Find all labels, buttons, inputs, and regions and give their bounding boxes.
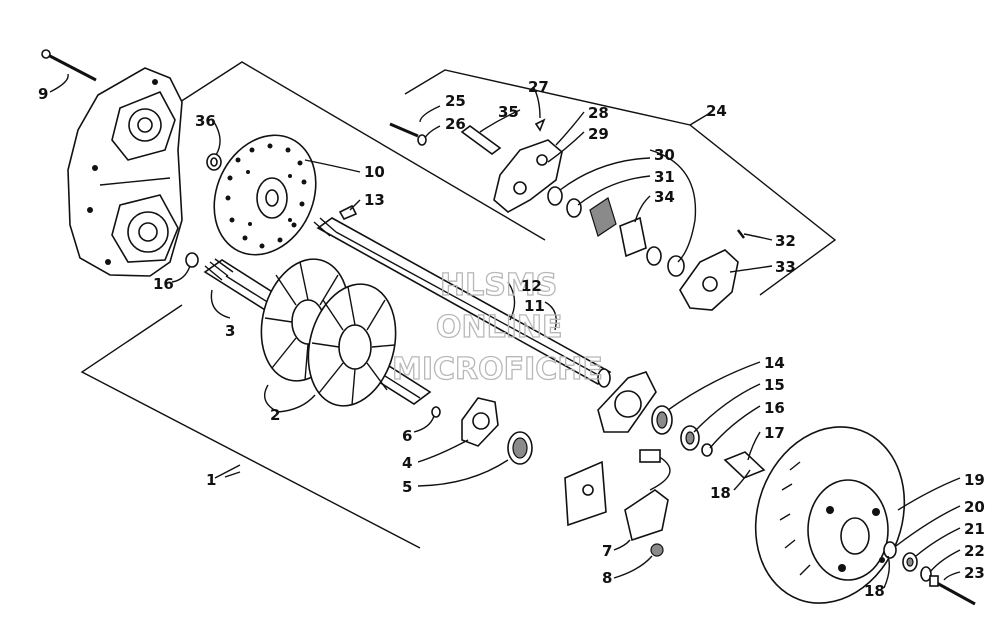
- upper-boundary-line: [179, 61, 546, 241]
- callout-32: 32: [775, 232, 796, 250]
- gear-case-housing: [67, 67, 183, 277]
- pin-6: [431, 406, 441, 418]
- driveshaft-upper: [313, 217, 612, 388]
- callout-27: 27: [528, 78, 549, 96]
- watermark-line-3: MICROFICHE: [392, 352, 603, 387]
- callout-9: 9: [38, 85, 48, 103]
- key-13: [338, 204, 358, 221]
- callout-30: 30: [654, 146, 675, 164]
- callout-16-right: 16: [764, 399, 785, 417]
- nut-8: [650, 543, 664, 557]
- callout-1: 1: [206, 471, 216, 489]
- callout-28: 28: [588, 104, 609, 122]
- callout-14: 14: [764, 354, 785, 372]
- driven-pulley: [754, 426, 906, 604]
- callout-19: 19: [964, 471, 985, 489]
- callout-labels: 9 36 10 13 16 3 2 1 12 11 25 26 27 35 28…: [38, 78, 985, 600]
- pin-35: [460, 125, 502, 155]
- group-1-outline: [80, 304, 421, 549]
- screw-32: [737, 229, 745, 239]
- washer-22: [920, 566, 932, 582]
- callout-15: 15: [764, 376, 785, 394]
- callout-4: 4: [402, 454, 412, 472]
- callout-3: 3: [225, 322, 235, 340]
- callout-16-left: 16: [153, 275, 174, 293]
- washer-21: [902, 552, 918, 572]
- callout-7: 7: [602, 542, 612, 560]
- callout-24: 24: [706, 102, 727, 120]
- watermark-line-2: ONLINE: [436, 310, 563, 345]
- group-24-outline: [404, 69, 837, 296]
- washer-16-left: [185, 252, 199, 268]
- callout-10: 10: [364, 163, 385, 181]
- callout-26: 26: [445, 115, 466, 133]
- washer-16-right: [701, 443, 713, 457]
- callout-23: 23: [964, 564, 985, 582]
- callout-33: 33: [775, 258, 796, 276]
- callout-6: 6: [402, 427, 412, 445]
- washer-26: [417, 134, 427, 146]
- callout-18-lower: 18: [864, 582, 885, 600]
- callout-35: 35: [498, 103, 519, 121]
- callout-25: 25: [445, 92, 466, 110]
- callout-18-upper: 18: [710, 484, 731, 502]
- bearing-flange-right: [597, 371, 657, 433]
- washer-36: [206, 153, 222, 171]
- bolt-23: [929, 575, 976, 606]
- brake-pad-34: [589, 197, 647, 258]
- washer-20: [883, 541, 897, 559]
- ring-30b: [646, 246, 685, 277]
- callout-34: 34: [654, 188, 675, 206]
- clip-27: [534, 118, 546, 132]
- callout-22: 22: [964, 542, 985, 560]
- callout-13: 13: [364, 191, 385, 209]
- callout-20: 20: [964, 498, 985, 516]
- bolt-25: [389, 122, 419, 138]
- bearing-flange-4: [461, 397, 499, 447]
- callout-8: 8: [602, 569, 612, 587]
- ring-31: [566, 198, 582, 218]
- brake-disc-10: [213, 134, 317, 256]
- drive-sprocket-2b: [307, 283, 397, 407]
- callout-11: 11: [524, 297, 545, 315]
- bearing-14: [651, 405, 673, 435]
- callout-21: 21: [964, 520, 985, 538]
- leader-lines: [49, 73, 961, 589]
- watermark: HLSMS ONLINE MICROFICHE: [391, 267, 603, 387]
- spacer-17: [723, 451, 766, 479]
- bearing-5: [507, 431, 533, 465]
- caliper-28: [493, 139, 563, 213]
- callout-36: 36: [195, 112, 216, 130]
- callout-17: 17: [764, 424, 785, 442]
- seal-30: [547, 186, 563, 206]
- watermark-line-1: HLSMS: [440, 268, 557, 303]
- callout-29: 29: [588, 125, 609, 143]
- sensor-7: [624, 449, 671, 542]
- callout-31: 31: [654, 168, 675, 186]
- caliper-body-33: [679, 249, 739, 311]
- callout-5: 5: [402, 478, 412, 496]
- bolt-9: [41, 49, 97, 82]
- plate: [564, 460, 607, 527]
- callout-2: 2: [270, 406, 280, 424]
- callout-12: 12: [521, 277, 542, 295]
